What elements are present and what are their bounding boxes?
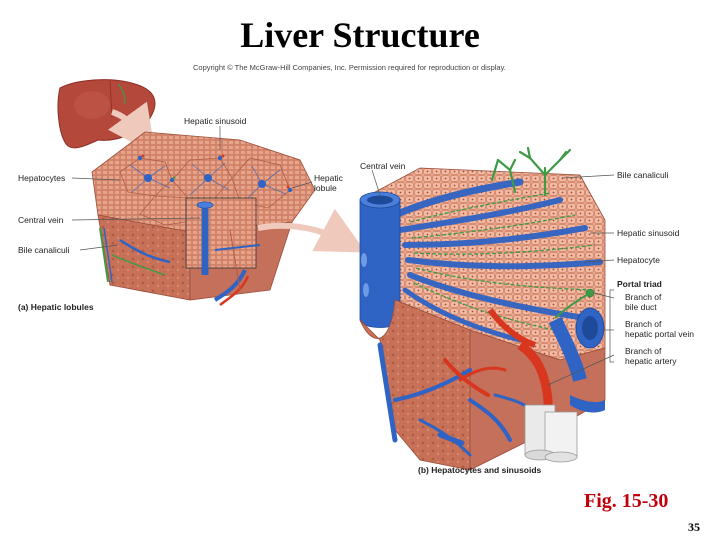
central-vein-top-3 (258, 180, 266, 188)
panel-a-leaders (71, 126, 313, 251)
sinusoid-block-front (359, 299, 471, 471)
lobule-vessels (99, 201, 261, 307)
cut-vessel-cylinders (524, 395, 605, 463)
label-b-hepatic-artery-line2: hepatic artery (625, 356, 677, 366)
page-number: 35 (688, 520, 700, 534)
label-b-portal-vein-line2: hepatic portal vein (625, 329, 694, 339)
label-a-hepatic-sinusoid: Hepatic sinusoid (184, 116, 247, 126)
label-a-hepatic-lobule-line1: Hepatic (314, 173, 344, 183)
label-a-hepatic-lobule-line2: lobule (314, 183, 337, 193)
label-b-bile-duct-line1: Branch of (625, 292, 662, 302)
label-a-bile-canaliculi: Bile canaliculi (18, 245, 70, 255)
label-b-portal-vein-line1: Branch of (625, 319, 662, 329)
bile-canaliculi-lines (409, 192, 596, 331)
sinusoid-channels (391, 178, 603, 343)
label-b-portal-triad: Portal triad (617, 279, 662, 289)
figure-reference: Fig. 15-30 (584, 490, 669, 512)
copyright-notice: Copyright © The McGraw-Hill Companies, I… (193, 63, 506, 72)
portal-triad (487, 288, 605, 423)
label-b-central-vein: Central vein (360, 161, 406, 171)
bile-canaliculi-tree (490, 146, 572, 197)
label-b-bile-canaliculi: Bile canaliculi (617, 170, 669, 180)
central-vein-top-2 (204, 174, 212, 182)
panel-a-hepatic-lobules: Hepatic sinusoid Hepatocytes Hepatic lob… (18, 79, 344, 312)
panel-b-leaders (371, 169, 615, 386)
label-a-central-vein: Central vein (18, 215, 64, 225)
page-title: Liver Structure (240, 15, 480, 55)
label-b-bile-duct-line2: bile duct (625, 302, 657, 312)
caption-panel-a: (a) Hepatic lobules (18, 302, 94, 312)
central-vein-top-1 (144, 174, 152, 182)
cutaway-box (185, 197, 257, 269)
zoom-arrow-lobule (257, 208, 366, 253)
label-b-hepatic-artery-line1: Branch of (625, 346, 662, 356)
label-b-hepatocyte: Hepatocyte (617, 255, 660, 265)
label-b-hepatic-sinusoid: Hepatic sinusoid (617, 228, 680, 238)
label-a-hepatocytes: Hepatocytes (18, 173, 65, 183)
caption-panel-b: (b) Hepatocytes and sinusoids (418, 465, 542, 475)
panel-b-hepatocytes-sinusoids: Central vein Bile canaliculi Hepatic sin… (359, 146, 694, 475)
